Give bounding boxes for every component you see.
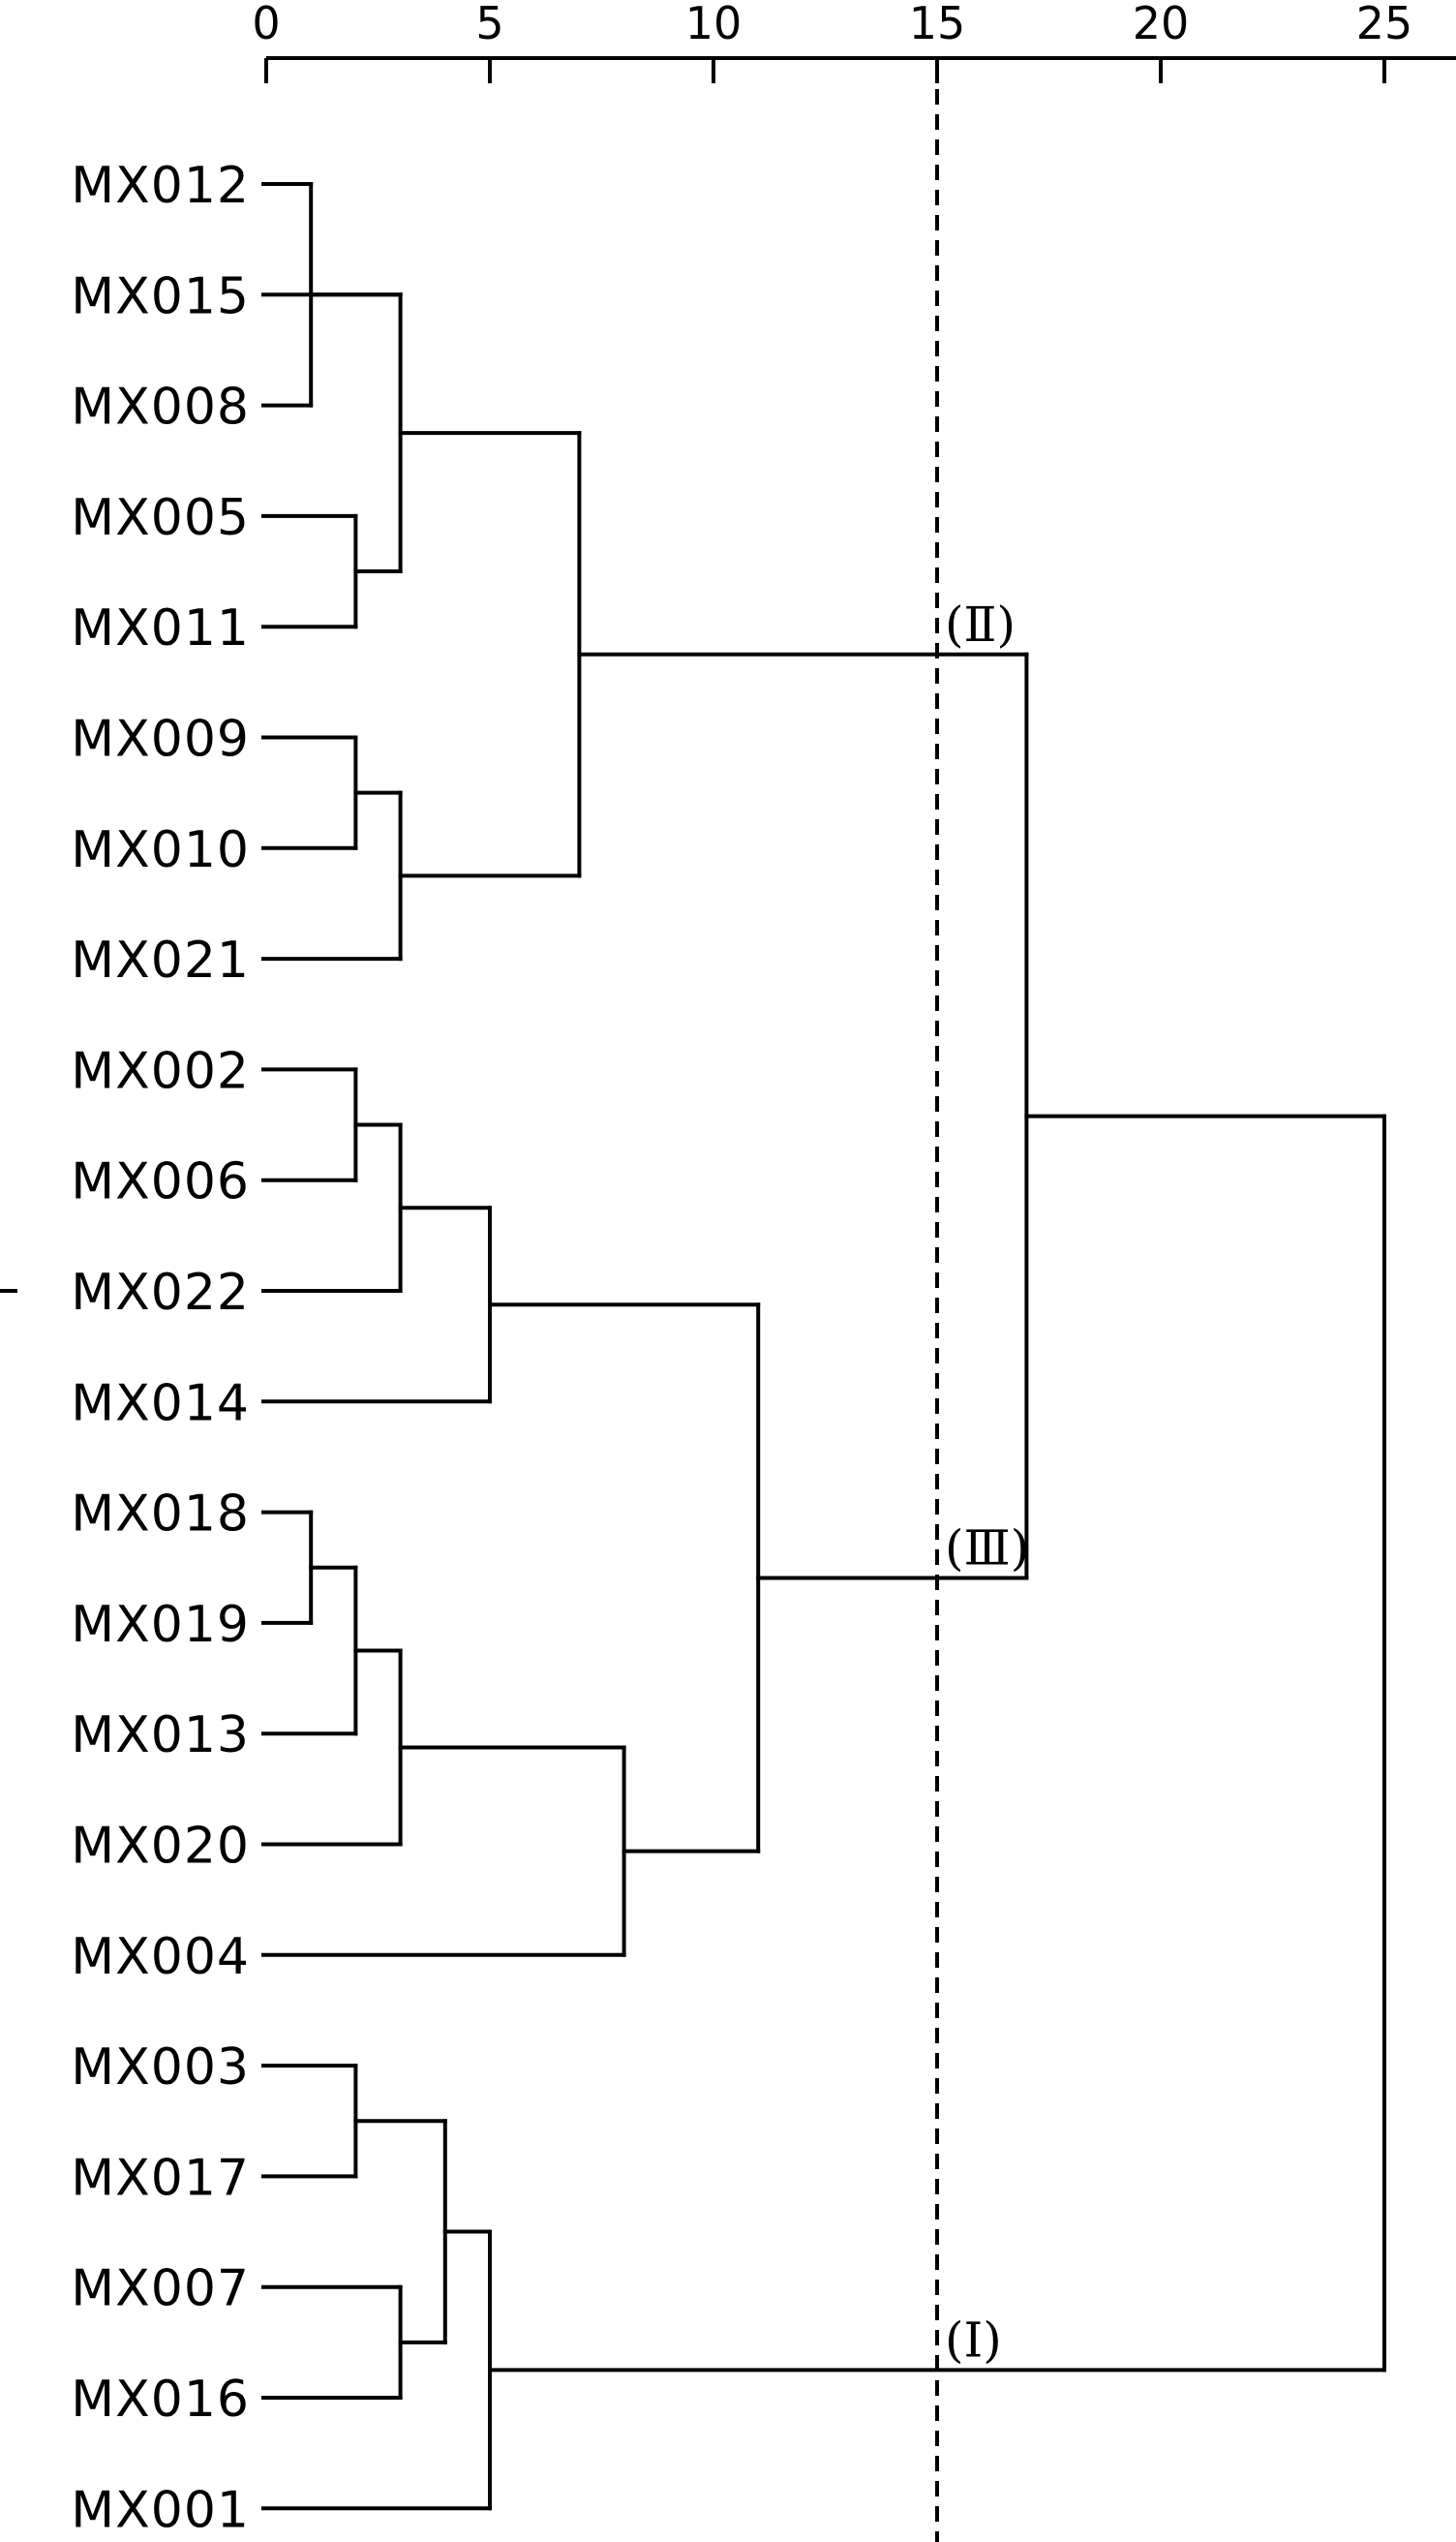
leaf-label-mx005: MX005 <box>71 489 250 547</box>
leaf-label-mx012: MX012 <box>71 157 250 215</box>
leaf-label-mx013: MX013 <box>71 1706 250 1764</box>
x-tick-label-20: 20 <box>1133 0 1190 49</box>
cluster-label-2: (Ⅲ) <box>945 1519 1029 1576</box>
leaf-label-mx006: MX006 <box>71 1153 250 1211</box>
leaf-label-mx016: MX016 <box>71 2371 250 2429</box>
x-tick-label-5: 5 <box>475 0 503 49</box>
leaf-label-mx010: MX010 <box>71 821 250 879</box>
x-tick-label-10: 10 <box>685 0 743 49</box>
leaf-label-mx017: MX017 <box>71 2149 250 2207</box>
leaf-label-mx018: MX018 <box>71 1485 250 1544</box>
leaf-label-mx019: MX019 <box>71 1596 250 1654</box>
leaf-label-mx020: MX020 <box>71 1818 250 1876</box>
leaf-label-mx007: MX007 <box>71 2260 250 2318</box>
leaf-label-mx011: MX011 <box>71 599 250 658</box>
leaf-label-mx022: MX022 <box>71 1264 250 1322</box>
leaf-label-mx009: MX009 <box>71 711 250 769</box>
leaf-label-mx004: MX004 <box>71 1928 250 1986</box>
leaf-label-mx002: MX002 <box>71 1042 250 1100</box>
cluster-label-1: (Ⅱ) <box>945 597 1016 653</box>
leaf-label-mx003: MX003 <box>71 2038 250 2097</box>
x-tick-label-25: 25 <box>1356 0 1413 49</box>
leaf-label-mx014: MX014 <box>71 1374 250 1432</box>
leaf-label-mx021: MX021 <box>71 932 250 990</box>
leaf-label-mx008: MX008 <box>71 379 250 437</box>
leaf-label-mx015: MX015 <box>71 267 250 325</box>
cluster-label-3: (Ⅰ) <box>945 2312 1002 2368</box>
x-tick-label-15: 15 <box>909 0 966 49</box>
x-tick-label-0: 0 <box>252 0 280 49</box>
leaf-label-mx001: MX001 <box>71 2481 250 2539</box>
